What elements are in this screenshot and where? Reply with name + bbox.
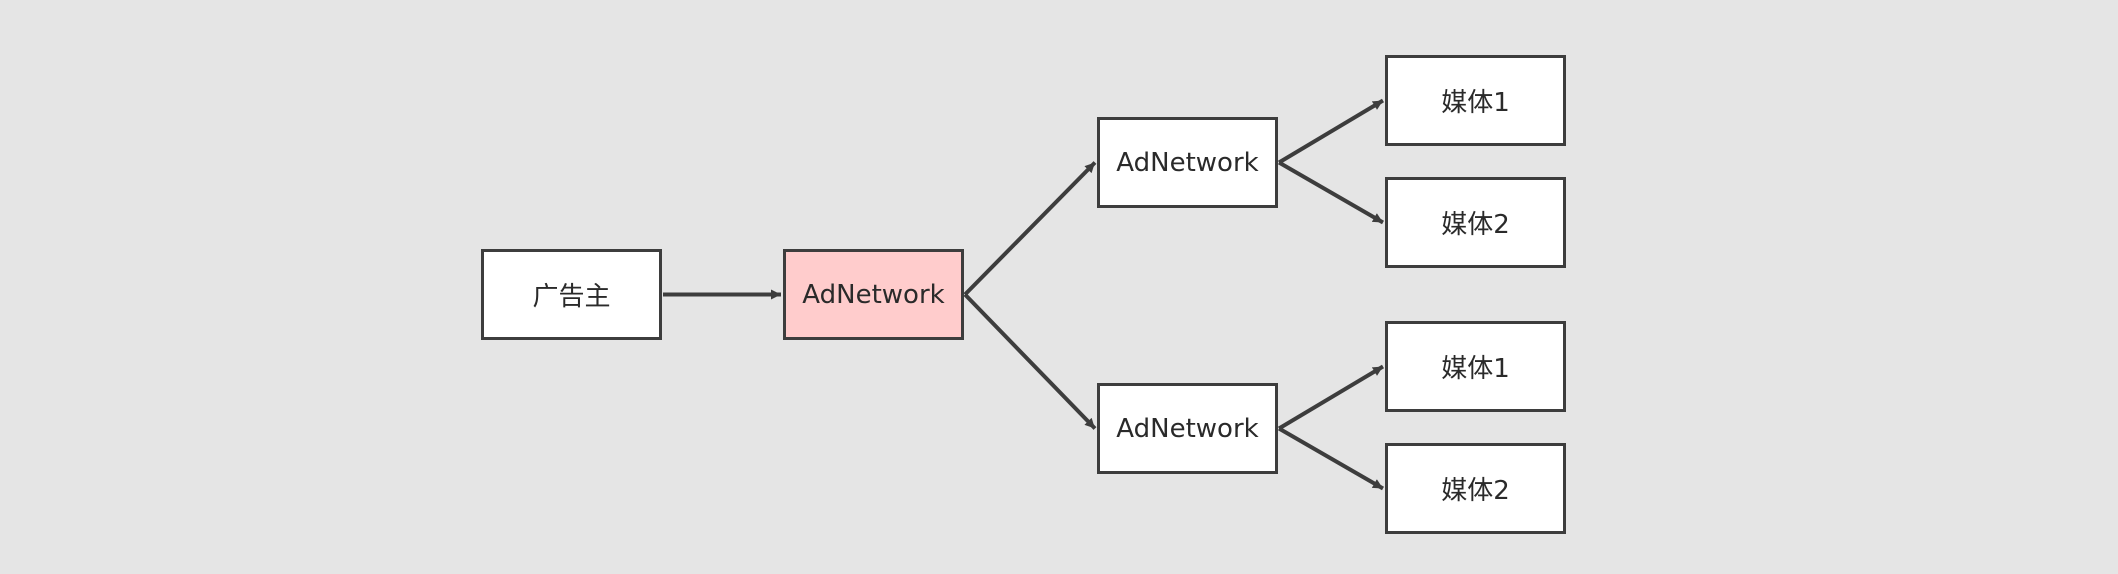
node-advertiser: 广告主: [481, 249, 662, 340]
node-media-upper-1: 媒体1: [1385, 55, 1566, 146]
edge-network_b-to-media_b2: [1278, 426, 1384, 491]
node-adnetwork-lower: AdNetwork: [1097, 383, 1278, 474]
node-root-adnetwork: AdNetwork: [783, 249, 964, 340]
edge-root_network-to-network_b: [963, 293, 1097, 430]
node-media-lower-2: 媒体2: [1385, 443, 1566, 534]
node-media-lower-1: 媒体1: [1385, 321, 1566, 412]
node-adnetwork-upper: AdNetwork: [1097, 117, 1278, 208]
edge-network_a-to-media_a2: [1278, 160, 1384, 225]
node-media-upper-2: 媒体2: [1385, 177, 1566, 268]
edge-root_network-to-network_a: [963, 161, 1097, 296]
edge-network_b-to-media_b1: [1277, 364, 1385, 431]
edge-network_a-to-media_a1: [1277, 98, 1385, 165]
